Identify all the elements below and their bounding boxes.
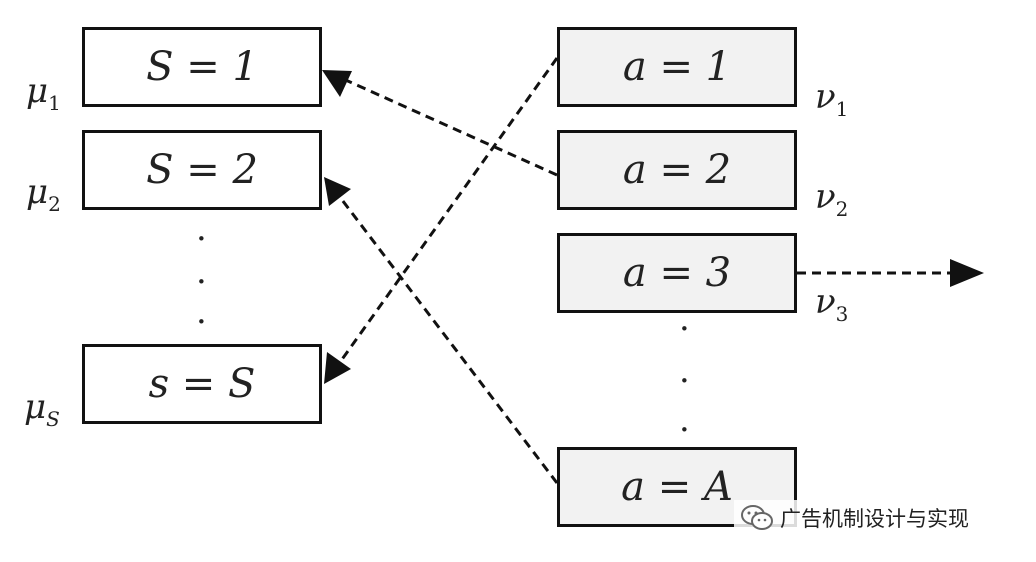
weight-nu-2: ν2 [815, 180, 848, 219]
weight-base: μ [26, 172, 49, 212]
right-ellipsis-dot-1: · [679, 309, 690, 349]
weight-sub: 1 [48, 91, 61, 115]
weight-nu-3: ν3 [815, 285, 848, 324]
left-box-s1: S = 1 [82, 27, 322, 107]
left-box-label: s = S [148, 361, 256, 407]
right-box-label: a = 3 [622, 250, 732, 296]
right-box-a1: a = 1 [557, 27, 797, 107]
left-box-sS: s = S [82, 344, 322, 424]
weight-base: ν [815, 77, 836, 117]
right-box-a3: a = 3 [557, 233, 797, 313]
wechat-icon [741, 505, 773, 530]
edge-a2-to-s1 [329, 71, 558, 177]
weight-sub: 2 [835, 197, 849, 221]
right-box-label: a = 2 [622, 147, 732, 193]
weight-base: μ [26, 71, 49, 111]
arrowhead-sS [324, 352, 351, 384]
edge-a1-to-sS [331, 57, 559, 373]
right-box-label: a = A [621, 464, 733, 510]
weight-base: ν [815, 282, 836, 322]
right-ellipsis-dot-3: · [679, 410, 690, 450]
weight-base: μ [24, 387, 47, 427]
weight-sub: S [46, 407, 60, 431]
left-box-label: S = 2 [146, 147, 258, 193]
weight-mu-S: μS [24, 390, 60, 429]
left-box-s2: S = 2 [82, 130, 322, 210]
weight-mu-2: μ2 [26, 175, 61, 214]
arrowhead-s1 [322, 70, 352, 97]
watermark-text: 广告机制设计与实现 [780, 507, 969, 531]
weight-sub: 3 [835, 302, 849, 326]
right-ellipsis-dot-2: · [679, 361, 690, 401]
right-box-label: a = 1 [622, 44, 732, 90]
left-ellipsis-dot-3: · [196, 302, 207, 342]
edge-aA-to-s2 [331, 187, 559, 484]
weight-base: ν [815, 177, 836, 217]
right-box-a2: a = 2 [557, 130, 797, 210]
weight-sub: 2 [48, 192, 61, 216]
watermark: 广告机制设计与实现 [734, 500, 975, 536]
arrowhead-out [950, 259, 984, 287]
weight-sub: 1 [835, 97, 849, 121]
left-ellipsis-dot-2: · [196, 262, 207, 302]
left-ellipsis-dot-1: · [196, 219, 207, 259]
left-box-label: S = 1 [146, 44, 258, 90]
arrowhead-s2 [324, 177, 351, 206]
weight-nu-1: ν1 [815, 80, 848, 119]
weight-mu-1: μ1 [26, 74, 61, 113]
